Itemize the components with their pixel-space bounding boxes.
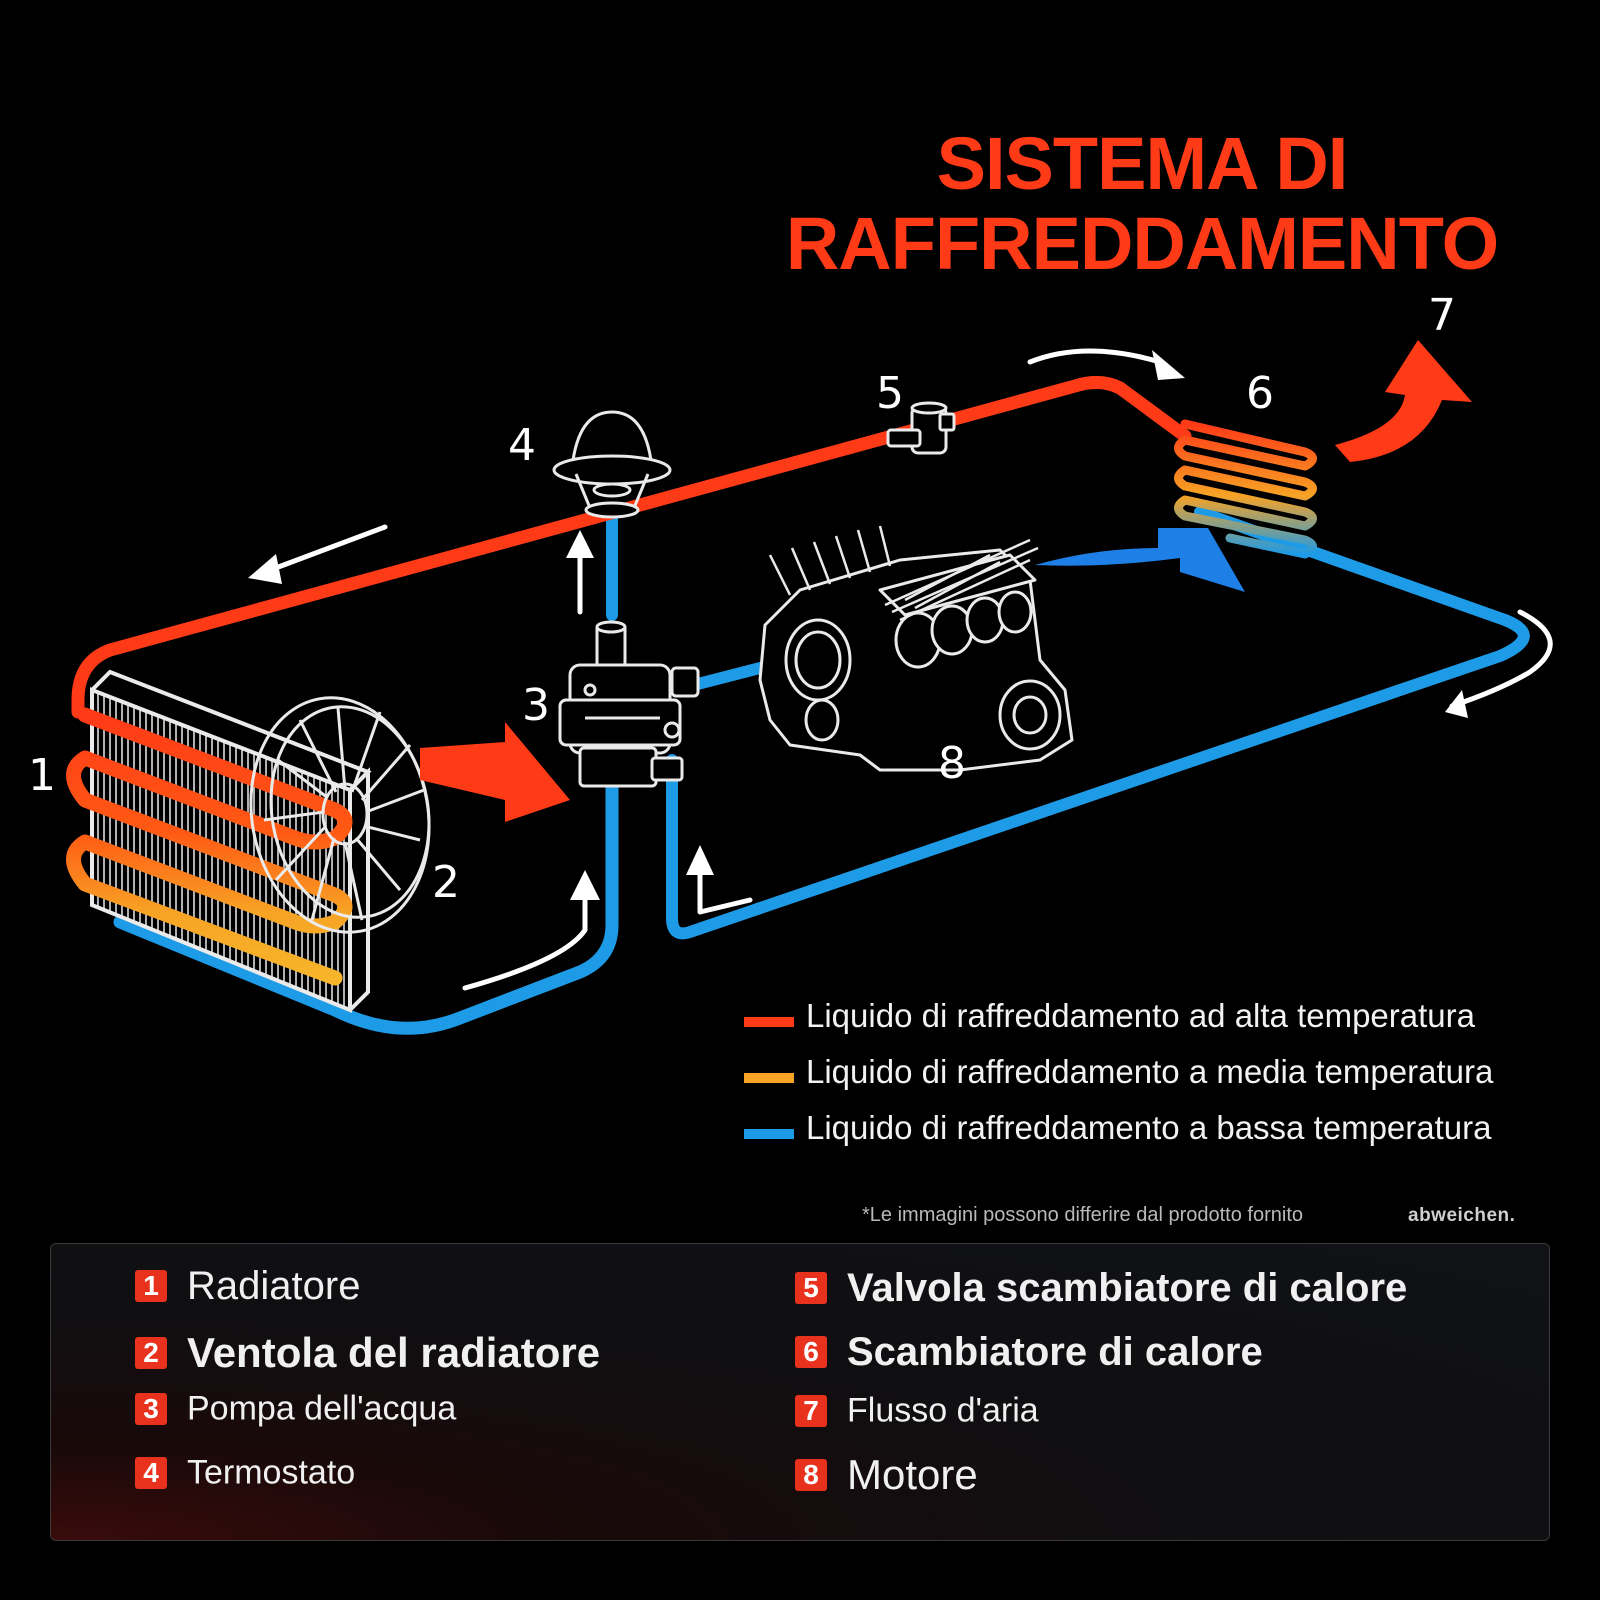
key-label-7: Flusso d'aria (847, 1391, 1039, 1430)
title-line-2: RAFFREDDAMENTO (785, 202, 1499, 285)
heat-exchanger-valve (886, 401, 956, 455)
brand-logo: abweichen. (1408, 1205, 1516, 1226)
temperature-legend: Liquido di raffreddamento ad alta temper… (744, 995, 1594, 1163)
water-pump (558, 620, 700, 788)
engine (758, 525, 1074, 772)
key-item-3: 3 Pompa dell'acqua (135, 1388, 456, 1429)
thermostat (552, 410, 672, 519)
label-5: 5 (876, 368, 904, 419)
key-badge-5: 5 (795, 1272, 827, 1305)
legend-item-low: Liquido di raffreddamento a bassa temper… (744, 1107, 1594, 1163)
label-7: 7 (1428, 290, 1456, 341)
legend-swatch-high (744, 1017, 794, 1027)
key-item-8: 8 Motore (795, 1448, 978, 1499)
engine-airflow-arrow (1035, 528, 1245, 592)
key-item-7: 7 Flusso d'aria (795, 1390, 1039, 1431)
key-item-1: 1 Radiatore (135, 1262, 360, 1309)
key-label-4: Termostato (187, 1453, 356, 1492)
key-badge-3: 3 (135, 1393, 167, 1426)
key-item-6: 6 Scambiatore di calore (795, 1328, 1263, 1375)
label-6: 6 (1246, 368, 1274, 419)
fan-airflow-arrow (420, 722, 570, 822)
key-label-6: Scambiatore di calore (847, 1329, 1263, 1374)
key-badge-8: 8 (795, 1458, 827, 1491)
airflow-out-arrow (1335, 340, 1472, 462)
label-8: 8 (938, 738, 966, 789)
key-label-1: Radiatore (187, 1263, 361, 1308)
radiator (66, 669, 372, 1013)
key-badge-2: 2 (135, 1336, 167, 1369)
label-4: 4 (508, 420, 536, 471)
cold-pipes (113, 506, 1530, 1035)
label-1: 1 (28, 750, 56, 801)
heat-exchanger (1174, 419, 1317, 559)
key-badge-1: 1 (135, 1270, 167, 1303)
legend-swatch-low (744, 1129, 794, 1139)
title-line-1: SISTEMA DI (936, 122, 1349, 205)
key-badge-6: 6 (795, 1336, 827, 1369)
disclaimer: *Le immagini possono differire dal prodo… (862, 1204, 1303, 1226)
radiator-fan (249, 696, 431, 934)
key-label-5: Valvola scambiatore di calore (847, 1265, 1408, 1310)
key-item-4: 4 Termostato (135, 1452, 355, 1493)
key-item-5: 5 Valvola scambiatore di calore (795, 1264, 1407, 1311)
key-badge-4: 4 (135, 1457, 167, 1490)
key-badge-7: 7 (795, 1395, 827, 1428)
legend-text-low: Liquido di raffreddamento a bassa temper… (806, 1109, 1492, 1146)
flow-direction-arrows (262, 348, 1553, 991)
legend-text-medium: Liquido di raffreddamento a media temper… (806, 1053, 1494, 1090)
label-2: 2 (432, 857, 460, 908)
legend-swatch-medium (744, 1073, 794, 1083)
label-3: 3 (522, 680, 550, 731)
legend-text-high: Liquido di raffreddamento ad alta temper… (806, 997, 1475, 1034)
cooling-circuit-diagram: 1 2 3 4 5 6 7 8 (28, 290, 1553, 1035)
component-key-panel: 1 Radiatore 2 Ventola del radiatore 3 Pompa… (50, 1243, 1550, 1541)
key-item-2: 2 Ventola del radiatore (135, 1326, 600, 1377)
key-label-2: Ventola del radiatore (187, 1328, 601, 1376)
legend-item-high: Liquido di raffreddamento ad alta temper… (744, 995, 1594, 1051)
flow-arrow-heads (248, 350, 1468, 900)
key-label-3: Pompa dell'acqua (187, 1389, 457, 1428)
key-label-8: Motore (847, 1450, 978, 1498)
hot-pipe (71, 376, 1192, 719)
page-title: SISTEMA DI RAFFREDDAMENTO (762, 124, 1522, 284)
legend-item-medium: Liquido di raffreddamento a media temper… (744, 1051, 1594, 1107)
